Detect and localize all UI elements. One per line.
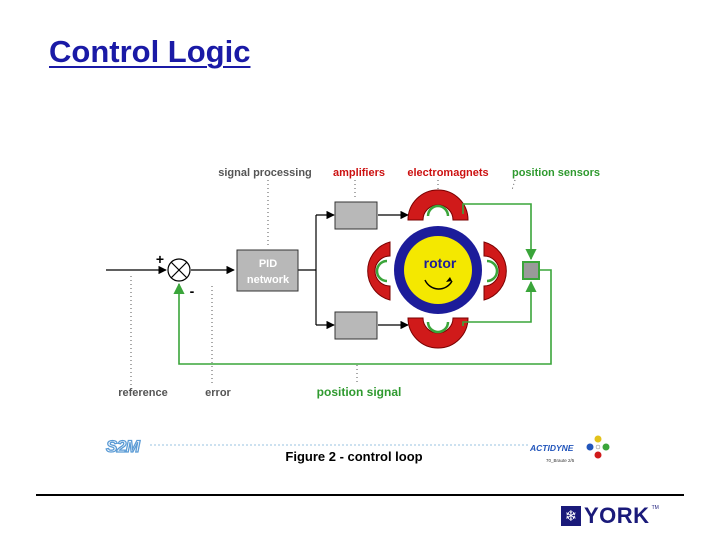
electromagnet-right bbox=[483, 241, 507, 301]
label-position-sensors: position sensors bbox=[512, 167, 600, 179]
trademark: TM bbox=[651, 505, 659, 511]
slide-title: Control Logic bbox=[49, 34, 251, 69]
summing-junction bbox=[167, 258, 191, 282]
network-label: network bbox=[247, 274, 290, 286]
plus-sign: + bbox=[156, 251, 164, 267]
bottom-divider bbox=[36, 494, 684, 496]
figure-caption: Figure 2 - control loop bbox=[285, 449, 422, 464]
actidyne-flower-icon bbox=[586, 435, 610, 459]
svg-text:S2M: S2M bbox=[106, 437, 141, 456]
rotor-label: rotor bbox=[424, 255, 457, 271]
pid-network-block bbox=[236, 249, 299, 292]
electromagnets bbox=[367, 189, 507, 349]
electromagnet-bottom bbox=[407, 317, 469, 349]
label-error: error bbox=[205, 387, 231, 399]
sensor-bottom-line bbox=[462, 280, 537, 326]
rotation-arrowhead bbox=[446, 277, 452, 282]
svg-text:ACTIDYNE: ACTIDYNE bbox=[529, 443, 574, 453]
feedback-lines bbox=[173, 203, 552, 365]
rotation-arrow bbox=[424, 279, 453, 290]
electromagnet-left bbox=[367, 241, 391, 301]
pid-label: PID bbox=[259, 258, 277, 270]
actidyne-logo: ACTIDYNE 70_Braute 2/5 bbox=[529, 435, 610, 463]
york-wordmark: YORK bbox=[584, 503, 650, 528]
rotor bbox=[394, 226, 482, 314]
sensor-top-line bbox=[462, 203, 537, 261]
label-signal-processing: signal processing bbox=[218, 167, 312, 179]
snowflake-icon: ❄ bbox=[561, 506, 581, 526]
label-electromagnets: electromagnets bbox=[407, 167, 488, 179]
leader-position-sensors bbox=[511, 179, 516, 191]
svg-text:70_Braute 2/5: 70_Braute 2/5 bbox=[546, 458, 575, 463]
position-signal-line bbox=[173, 269, 552, 365]
amplifier-top bbox=[334, 201, 378, 230]
s2m-logo: S2M bbox=[105, 436, 530, 457]
label-amplifiers: amplifiers bbox=[333, 167, 385, 179]
position-sensor bbox=[522, 261, 540, 280]
electromagnet-top bbox=[407, 189, 469, 221]
leader-lines bbox=[130, 179, 516, 385]
signal-lines bbox=[106, 210, 409, 330]
amplifier-bottom bbox=[334, 311, 378, 340]
label-position-signal: position signal bbox=[317, 385, 402, 399]
minus-sign: - bbox=[190, 283, 195, 299]
label-reference: reference bbox=[118, 387, 168, 399]
york-logo: ❄ YORK TM bbox=[561, 505, 659, 527]
